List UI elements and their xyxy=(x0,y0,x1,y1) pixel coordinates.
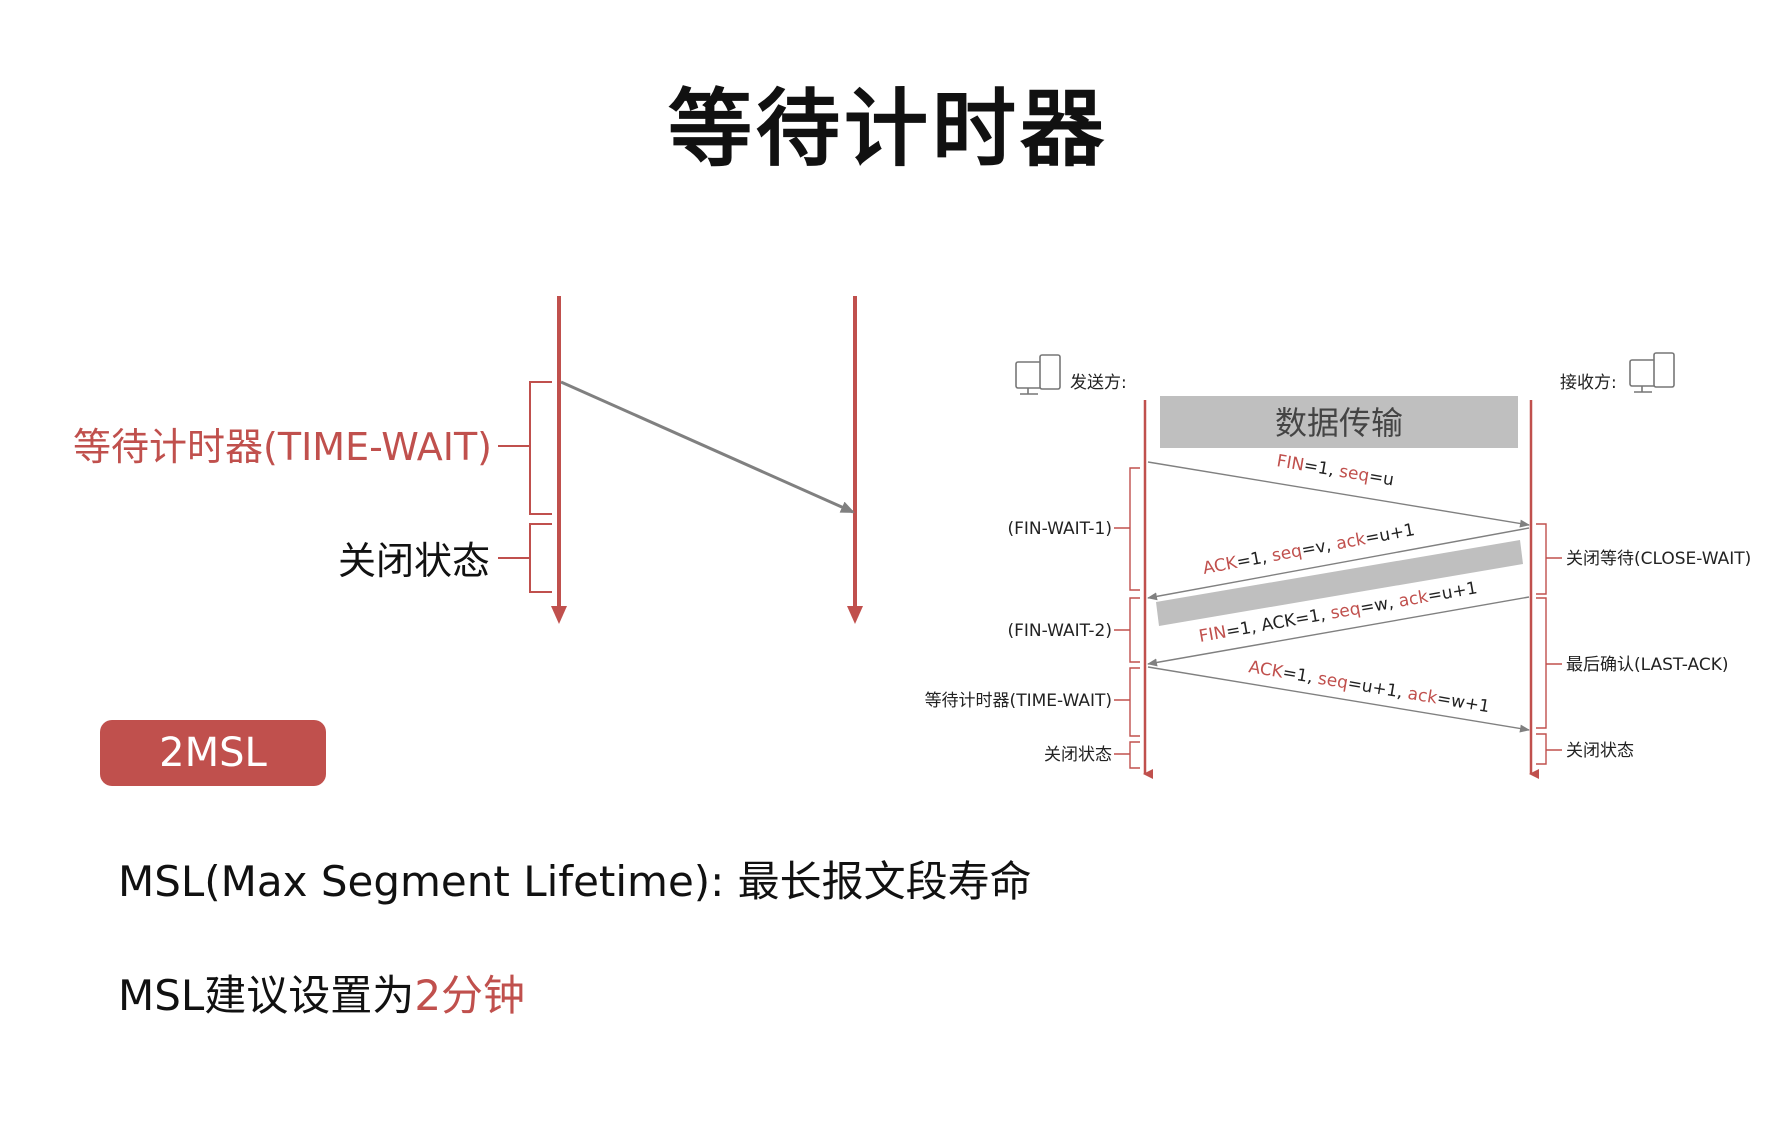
receiver-state-label: 关闭状态 xyxy=(1566,741,1634,761)
msl-recommendation-prefix: MSL建议设置为 xyxy=(118,971,415,1020)
sender-state-label: 等待计时器(TIME-WAIT) xyxy=(925,691,1112,711)
receiver-brace xyxy=(1536,733,1562,765)
msl-recommendation-value: 2分钟 xyxy=(414,971,526,1020)
left-closed-label: 关闭状态 xyxy=(338,539,490,583)
sender-brace xyxy=(1114,597,1140,663)
sender-state-label: 关闭状态 xyxy=(1044,745,1112,765)
data-transfer-bar xyxy=(1160,396,1518,448)
page-title: 等待计时器 xyxy=(667,80,1108,178)
receiver-brace xyxy=(1536,597,1562,729)
receiver-state-label: 关闭等待(CLOSE-WAIT) xyxy=(1566,549,1751,569)
ack-arrow xyxy=(1147,527,1530,601)
receiver-computer-icon xyxy=(1629,352,1675,393)
left-sender-arrowhead xyxy=(551,606,567,624)
left-time-wait-label: 等待计时器(TIME-WAIT) xyxy=(73,425,492,469)
receiver-brace xyxy=(1536,523,1562,595)
receiver-label: 接收方: xyxy=(1560,373,1617,393)
sender-brace xyxy=(1114,741,1140,769)
final-ack-arrow xyxy=(1147,666,1530,733)
msl-recommendation: MSL建议设置为2分钟 xyxy=(118,962,525,1023)
message-label: ACK=1, seq=u+1, ack=w+1 xyxy=(1247,657,1491,717)
data-transfer-label: 数据传输 xyxy=(1275,404,1403,442)
left-ack-arrow xyxy=(560,380,855,514)
message-label: FIN=1, seq=u xyxy=(1275,451,1395,490)
right-handshake-diagram: 发送方: 接收方: 数据传输 FIN=1, seq=u ACK=1, seq=v… xyxy=(925,352,1751,779)
sender-label: 发送方: xyxy=(1070,373,1127,393)
sender-state-label: (FIN-WAIT-2) xyxy=(1007,621,1112,641)
left-time-wait-brace xyxy=(498,381,552,515)
sender-state-label: (FIN-WAIT-1) xyxy=(1007,519,1112,539)
left-receiver-arrowhead xyxy=(847,606,863,624)
receiver-state-label: 最后确认(LAST-ACK) xyxy=(1566,655,1728,675)
sender-brace xyxy=(1114,467,1140,591)
sender-computer-icon xyxy=(1015,354,1061,395)
left-timeline-diagram: 等待计时器(TIME-WAIT) 关闭状态 xyxy=(73,296,863,624)
highlight-bar xyxy=(1156,540,1523,626)
fin-ack-arrow xyxy=(1147,596,1530,667)
left-closed-brace xyxy=(498,523,552,593)
fin-arrow xyxy=(1147,461,1530,528)
sender-brace xyxy=(1114,667,1140,737)
msl-definition: MSL(Max Segment Lifetime): 最长报文段寿命 xyxy=(118,857,1032,906)
msl-badge: 2MSL xyxy=(100,720,326,786)
